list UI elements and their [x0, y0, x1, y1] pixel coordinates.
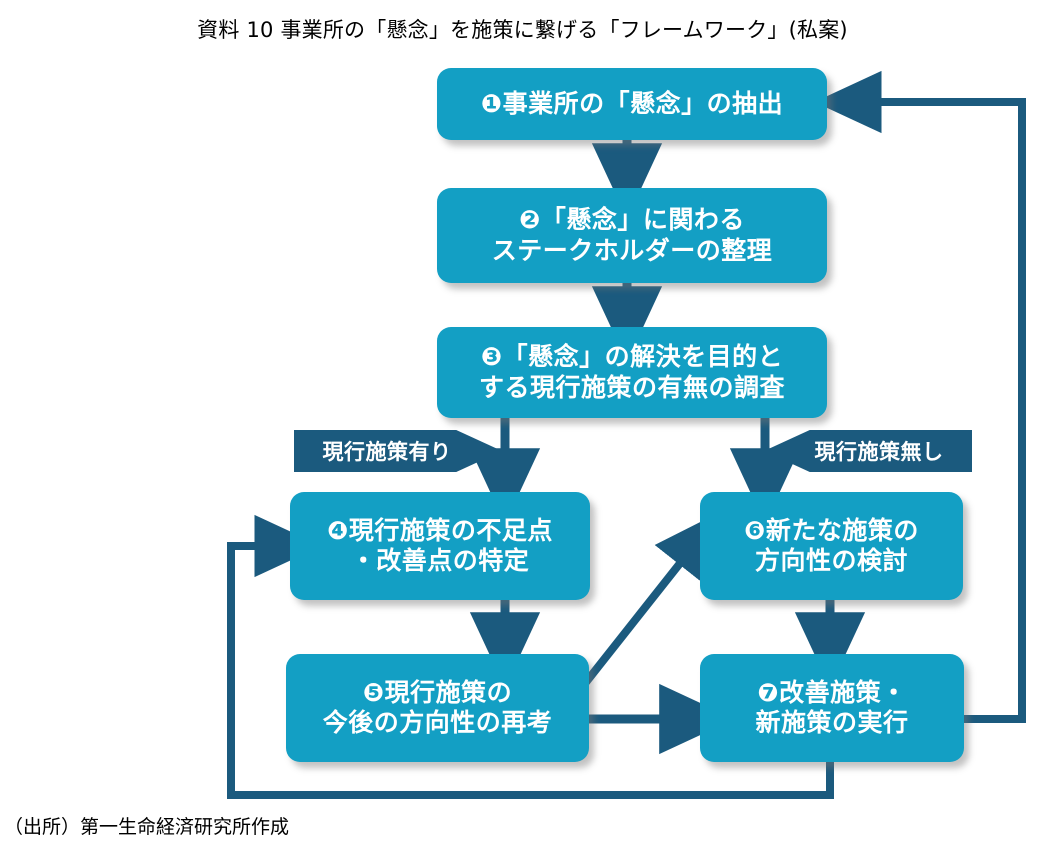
node-2-stakeholder-mapping[interactable]: ❷「懸念」に関わる ステークホルダーの整理 — [437, 188, 827, 283]
page-title: 資料 10 事業所の「懸念」を施策に繋げる「フレームワーク」(私案) — [197, 18, 848, 42]
node-5-reconsider-direction[interactable]: ❺現行施策の 今後の方向性の再考 — [286, 654, 589, 762]
branch-label-existing-measures-no: 現行施策無し — [764, 430, 972, 472]
edge-n7-n4-feedback — [227, 514, 834, 799]
node-6-new-measure-direction[interactable]: ❻新たな施策の 方向性の検討 — [700, 492, 963, 600]
edge-n5-n6 — [579, 511, 721, 689]
branch-label-existing-measures-yes: 現行施策有り — [294, 430, 502, 472]
edge-n7-n1-feedback — [814, 70, 1026, 723]
node-7-implement-measures[interactable]: ❼改善施策・ 新施策の実行 — [700, 654, 964, 762]
node-3-survey-existing-measures[interactable]: ❸「懸念」の解決を目的と する現行施策の有無の調査 — [437, 327, 827, 418]
source-note: （出所）第一生命経済研究所作成 — [4, 816, 290, 838]
node-1-extract-concerns[interactable]: ❶事業所の「懸念」の抽出 — [437, 68, 827, 140]
node-4-identify-gaps[interactable]: ❹現行施策の不足点 ・改善点の特定 — [290, 492, 590, 600]
